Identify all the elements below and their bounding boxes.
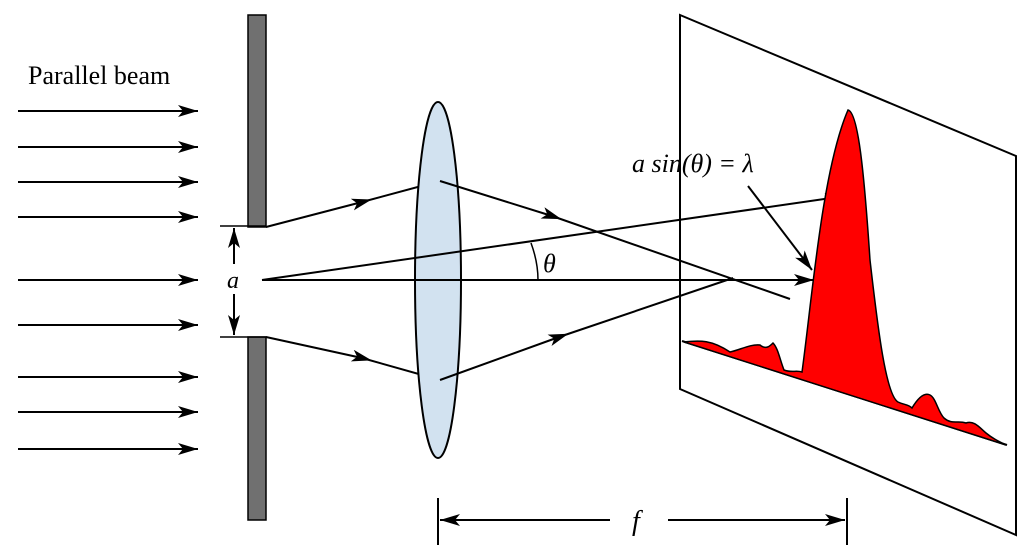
barrier-lower <box>247 336 267 521</box>
diffraction-pattern <box>683 109 1007 446</box>
barrier-upper <box>247 14 267 228</box>
focal-length-label: f <box>632 506 643 537</box>
condition-pointer-arrow <box>747 185 813 271</box>
condition-text: a sin(θ) = λ <box>632 149 754 178</box>
ray-upper-out <box>439 180 791 300</box>
slit-barrier <box>220 14 267 521</box>
condition-label: a sin(θ) = λ <box>632 149 754 178</box>
projection-screen <box>679 13 1017 537</box>
rays-after-lens <box>439 180 791 381</box>
angle-label: θ <box>543 249 556 278</box>
angled-ray <box>261 192 846 281</box>
ray-upper-in <box>265 180 441 228</box>
angle-arc <box>530 242 539 281</box>
rays-before-lens <box>265 180 441 381</box>
parallel-beam-label: Parallel beam <box>28 61 170 90</box>
ray-lower-out <box>439 277 734 381</box>
slit-width-label: a <box>227 268 239 294</box>
focal-length-dimension <box>437 498 848 545</box>
ray-lower-in <box>265 336 441 381</box>
incoming-beam-arrows <box>18 105 198 455</box>
